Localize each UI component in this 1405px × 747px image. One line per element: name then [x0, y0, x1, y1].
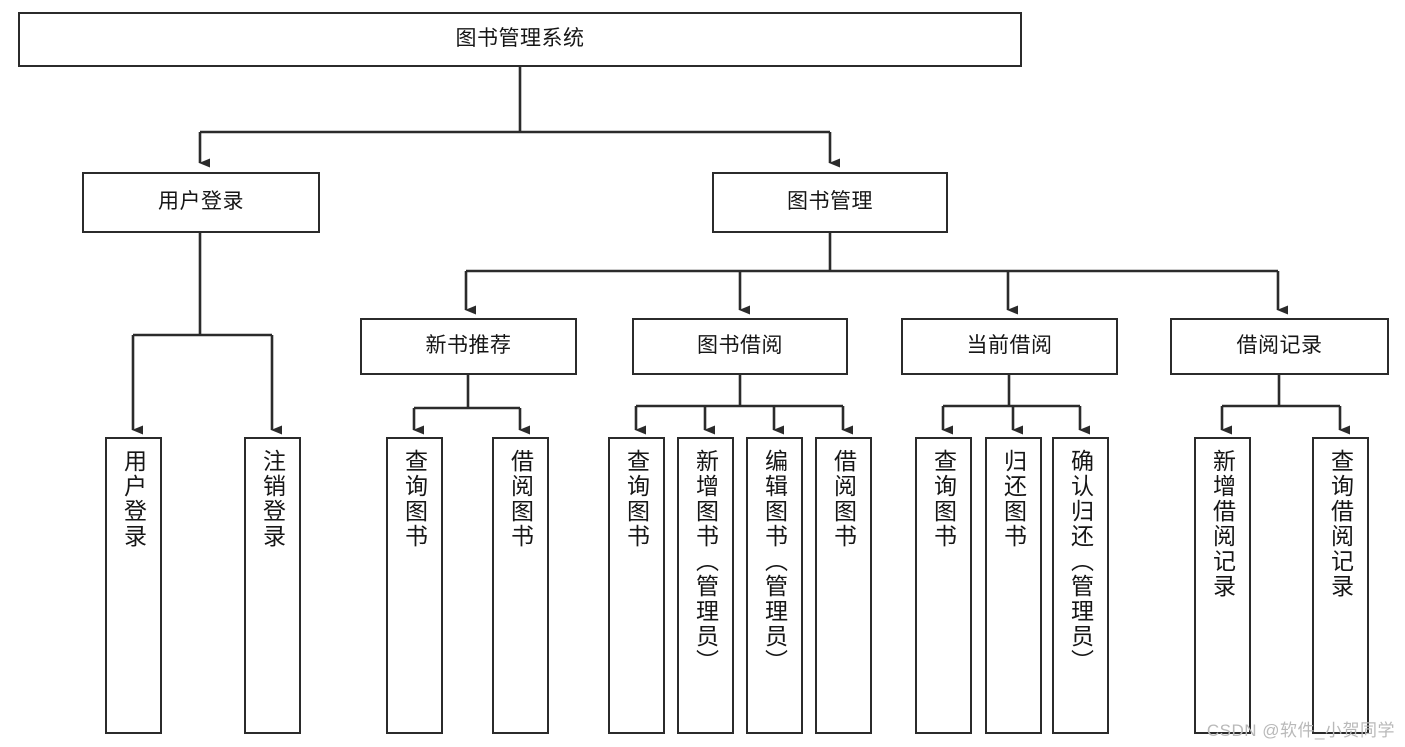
node-leaf-user-logout-label: 注销登录: [259, 449, 286, 549]
node-leaf-borrow-book-2-label: 借阅图书: [830, 449, 857, 549]
node-leaf-add-record[interactable]: 新增借阅记录: [1194, 437, 1251, 734]
node-book-management[interactable]: 图书管理: [712, 172, 948, 233]
node-current-borrow[interactable]: 当前借阅: [901, 318, 1118, 375]
node-leaf-confirm-return-label: 确认归还（管理员）: [1067, 449, 1094, 674]
node-leaf-query-book-1[interactable]: 查询图书: [386, 437, 443, 734]
node-root[interactable]: 图书管理系统: [18, 12, 1022, 67]
node-leaf-add-book[interactable]: 新增图书（管理员）: [677, 437, 734, 734]
node-leaf-return-book-label: 归还图书: [1000, 449, 1027, 549]
node-leaf-query-record-label: 查询借阅记录: [1327, 449, 1354, 599]
node-borrow-record-label: 借阅记录: [1236, 334, 1323, 358]
node-new-book-recommend-label: 新书推荐: [425, 334, 512, 358]
node-leaf-edit-book-label: 编辑图书（管理员）: [761, 449, 788, 674]
node-leaf-return-book[interactable]: 归还图书: [985, 437, 1042, 734]
node-leaf-edit-book[interactable]: 编辑图书（管理员）: [746, 437, 803, 734]
node-current-borrow-label: 当前借阅: [966, 334, 1053, 358]
node-leaf-user-logout[interactable]: 注销登录: [244, 437, 301, 734]
node-leaf-query-book-3-label: 查询图书: [930, 449, 957, 549]
node-leaf-user-login-label: 用户登录: [120, 449, 147, 549]
node-leaf-borrow-book-1[interactable]: 借阅图书: [492, 437, 549, 734]
node-leaf-confirm-return[interactable]: 确认归还（管理员）: [1052, 437, 1109, 734]
node-book-management-label: 图书管理: [787, 190, 873, 214]
node-user-login-label: 用户登录: [158, 190, 244, 214]
node-leaf-query-book-2-label: 查询图书: [623, 449, 650, 549]
node-leaf-borrow-book-1-label: 借阅图书: [507, 449, 534, 549]
node-root-label: 图书管理系统: [455, 27, 585, 51]
node-leaf-query-book-1-label: 查询图书: [401, 449, 428, 549]
node-user-login[interactable]: 用户登录: [82, 172, 320, 233]
node-leaf-query-book-2[interactable]: 查询图书: [608, 437, 665, 734]
node-leaf-user-login[interactable]: 用户登录: [105, 437, 162, 734]
node-book-borrow[interactable]: 图书借阅: [632, 318, 848, 375]
node-book-borrow-label: 图书借阅: [697, 334, 783, 358]
node-borrow-record[interactable]: 借阅记录: [1170, 318, 1389, 375]
node-leaf-query-book-3[interactable]: 查询图书: [915, 437, 972, 734]
watermark: CSDN @软件_小贺同学: [1206, 721, 1395, 740]
node-new-book-recommend[interactable]: 新书推荐: [360, 318, 577, 375]
node-leaf-add-book-label: 新增图书（管理员）: [692, 449, 719, 674]
node-leaf-borrow-book-2[interactable]: 借阅图书: [815, 437, 872, 734]
node-leaf-add-record-label: 新增借阅记录: [1209, 449, 1236, 599]
node-leaf-query-record[interactable]: 查询借阅记录: [1312, 437, 1369, 734]
